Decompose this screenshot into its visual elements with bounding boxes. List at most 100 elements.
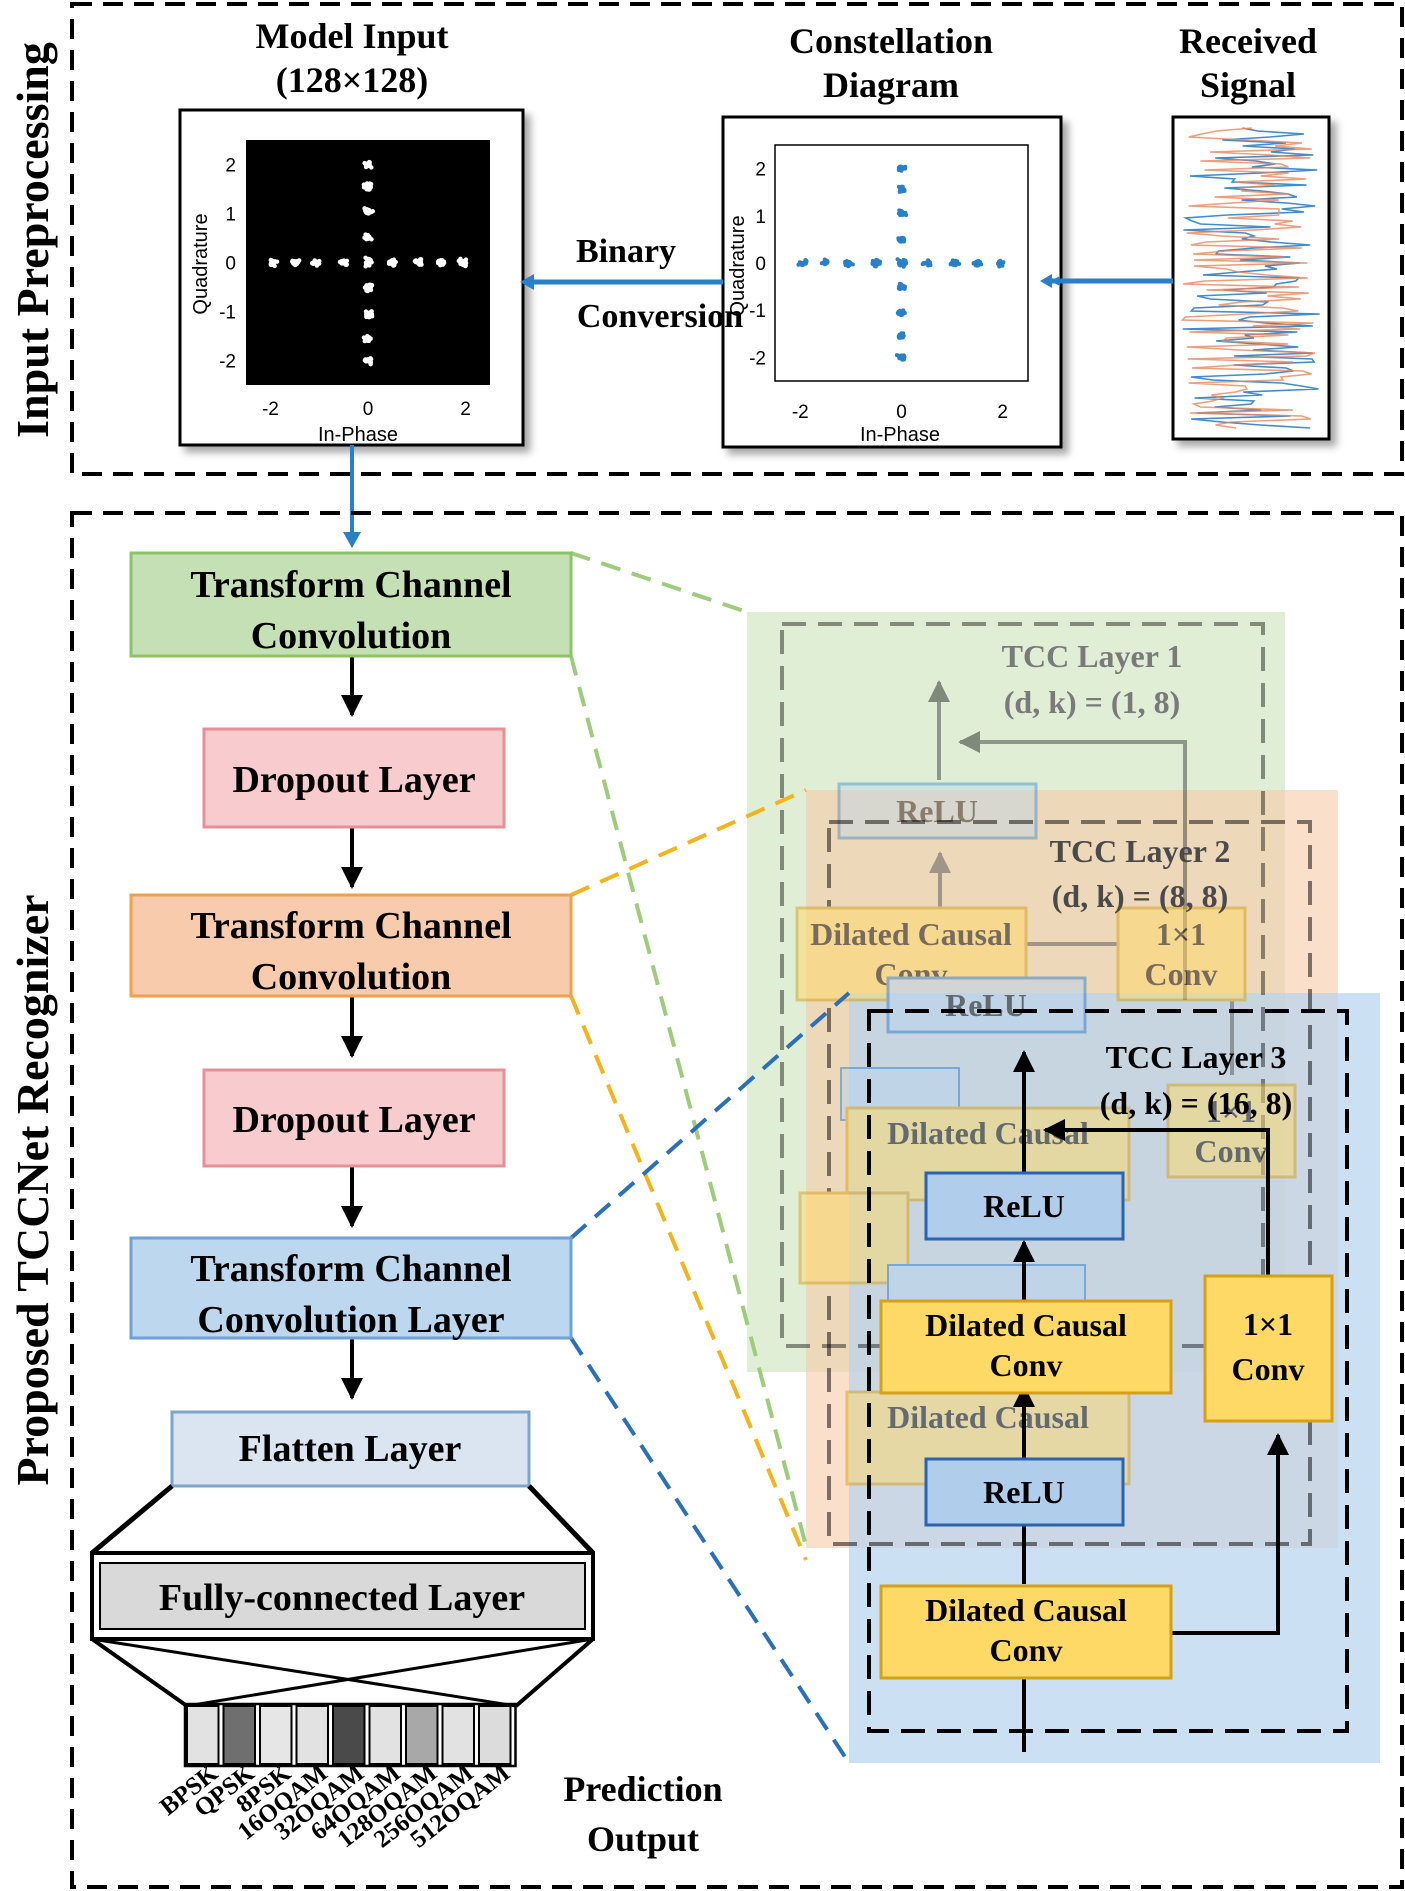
model-input-xlabel: In-Phase bbox=[318, 424, 398, 446]
tcc3-label-2: Convolution Layer bbox=[197, 1299, 504, 1341]
model-input-point bbox=[363, 255, 368, 261]
constellation-point bbox=[800, 260, 805, 265]
recognizer-border bbox=[70, 511, 1404, 1889]
tcc1-connector-bottom bbox=[569, 655, 808, 1547]
fc-cross-3 bbox=[91, 1637, 517, 1708]
constellation-point bbox=[900, 166, 905, 171]
tcc-layer3-title: TCC Layer 3 bbox=[1106, 1039, 1287, 1075]
tcc-layer3-dilated-2-label: Dilated Causal bbox=[925, 1307, 1127, 1343]
model-input-point bbox=[369, 165, 374, 170]
model-input-point bbox=[441, 259, 446, 264]
constellation-point bbox=[902, 354, 907, 359]
model-input-point bbox=[368, 257, 373, 263]
x-tick-label: 2 bbox=[997, 402, 1008, 423]
output-cell bbox=[405, 1705, 439, 1765]
constellation-point bbox=[899, 284, 904, 289]
received-signal-waveform bbox=[1180, 127, 1320, 429]
fc-block bbox=[99, 1562, 586, 1630]
tcc-layer2-relu-label: ReLU bbox=[945, 987, 1027, 1023]
dropout1-label: Dropout Layer bbox=[232, 759, 475, 801]
output-cell bbox=[368, 1705, 402, 1765]
model-input-point bbox=[362, 206, 367, 211]
tcc-layer1: ReLU bbox=[780, 622, 1265, 1348]
tcc-layer1-relu bbox=[837, 782, 1038, 840]
signal-trace bbox=[1180, 127, 1316, 429]
tcc2-label-2: Convolution bbox=[251, 956, 452, 998]
model-input-ylabel: Quadrature bbox=[190, 213, 212, 314]
preprocessing-border bbox=[70, 2, 1404, 476]
y-tick-label: 2 bbox=[225, 156, 236, 177]
tcc-layer2-conv1x1 bbox=[1116, 906, 1247, 1002]
model-input-point bbox=[312, 258, 317, 263]
output-cell bbox=[441, 1705, 475, 1765]
tcc-layer2-ghost-conv1x1-label-2: Conv bbox=[1195, 1133, 1268, 1169]
tcc-layer2-params: (d, k) = (8, 8) bbox=[1052, 878, 1228, 914]
constellation-point bbox=[896, 236, 901, 241]
received-signal-title-2: Signal bbox=[1200, 65, 1296, 105]
constellation-ylabel: Quadrature bbox=[727, 215, 749, 316]
tcc-layer3-dilated-1-label-2: Conv bbox=[990, 1632, 1063, 1668]
tcc-layer2-ghost-dilated-3-label: Dilated Causal bbox=[887, 1399, 1089, 1435]
constellation-title-2: Diagram bbox=[823, 65, 959, 105]
model-input-point bbox=[366, 211, 371, 216]
preprocessing-label: Input Preprocessing bbox=[7, 42, 58, 438]
model-input-point bbox=[367, 162, 372, 167]
y-tick-label: 0 bbox=[225, 254, 236, 275]
tcc2-connector-bottom bbox=[569, 995, 808, 1561]
fc-cross-4 bbox=[186, 1637, 594, 1708]
model-input-point bbox=[365, 335, 370, 340]
constellation-point bbox=[901, 237, 906, 242]
model-input-point bbox=[366, 236, 371, 241]
output-cell bbox=[332, 1705, 366, 1765]
tcc3-connector-bottom bbox=[569, 1336, 851, 1765]
constellation-point bbox=[998, 262, 1003, 267]
constellation-point bbox=[951, 260, 956, 265]
tcc-layer3-conv1x1-label-2: Conv bbox=[1232, 1351, 1305, 1387]
class-labels: BPSKQPSK8PSK16OQAM32OQAM64OQAM128OQAM256… bbox=[155, 1759, 515, 1853]
model-input-point bbox=[361, 182, 367, 187]
model-input-point bbox=[369, 312, 374, 318]
constellation-point bbox=[819, 261, 824, 266]
dropout2-label: Dropout Layer bbox=[232, 1099, 475, 1141]
model-input-point bbox=[291, 260, 296, 265]
binary-label: Binary bbox=[576, 233, 676, 270]
constellation-title: Constellation bbox=[789, 21, 993, 61]
tcc-layer3-dilated-2-label-2: Conv bbox=[990, 1347, 1063, 1383]
tcc3-block bbox=[129, 1236, 573, 1340]
tcc2-label: Transform Channel bbox=[190, 905, 511, 947]
constellation-point bbox=[872, 263, 877, 268]
dropout2-block bbox=[202, 1068, 506, 1168]
flatten-label: Flatten Layer bbox=[239, 1428, 462, 1470]
arrowhead-icon bbox=[520, 274, 534, 290]
y-tick-label: 1 bbox=[225, 205, 236, 226]
y-tick-label: -2 bbox=[749, 348, 766, 369]
model-input-points bbox=[268, 159, 469, 367]
prediction-label-2: Output bbox=[587, 1819, 699, 1859]
tcc2-block bbox=[129, 893, 573, 998]
tcc-layer2-title: TCC Layer 2 bbox=[1050, 833, 1231, 869]
model-input-point bbox=[364, 187, 369, 192]
tcc-layer3-residual-arrow bbox=[1043, 1119, 1270, 1275]
tcc-layer2-conv1x1-label: 1×1 bbox=[1156, 916, 1206, 952]
model-input-title: Model Input bbox=[255, 16, 448, 56]
constellation-point bbox=[902, 311, 907, 316]
tcc-layer3-skip-arrow bbox=[1171, 1433, 1289, 1635]
output-cell bbox=[295, 1705, 329, 1765]
output-cell bbox=[222, 1705, 256, 1765]
y-tick-label: -2 bbox=[219, 352, 236, 373]
tcc-layer3-params: (d, k) = (16, 8) bbox=[1100, 1085, 1292, 1121]
tcc3-label: Transform Channel bbox=[190, 1248, 511, 1290]
model-input-point bbox=[296, 258, 302, 263]
model-input-point bbox=[362, 160, 367, 166]
x-tick-label: -2 bbox=[792, 402, 809, 423]
received-signal-title: Received bbox=[1179, 21, 1317, 61]
model-input-point bbox=[368, 362, 373, 367]
y-tick-label: 1 bbox=[755, 207, 766, 228]
tcc-layer3-dilated-conv-1 bbox=[879, 1584, 1173, 1680]
constellation-point bbox=[926, 263, 931, 268]
